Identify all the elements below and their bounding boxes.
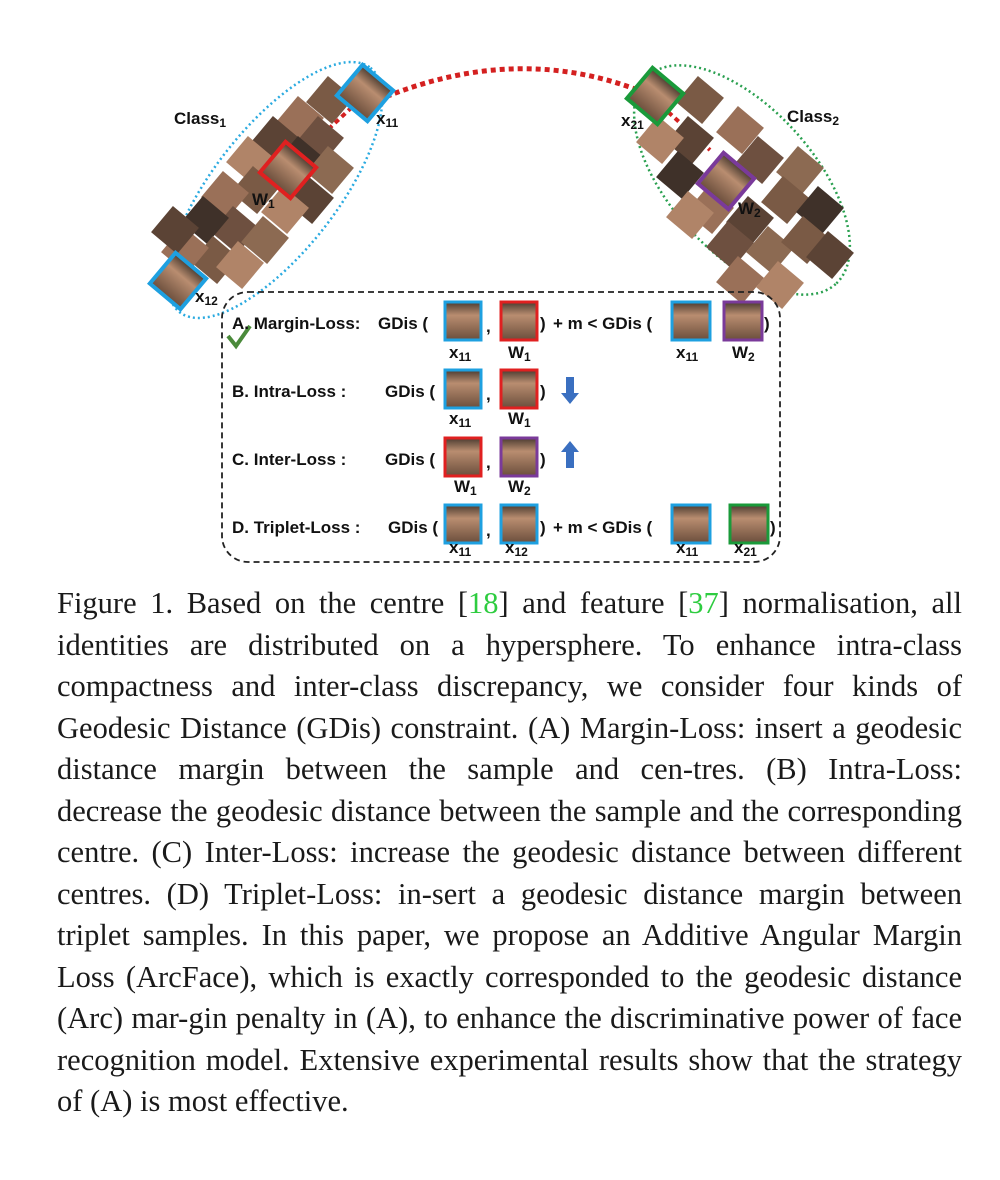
row-a-label: A. Margin-Loss:: [232, 314, 360, 333]
row-b-thumb-x11: [443, 368, 483, 410]
x11-thumbnail: [334, 62, 396, 124]
row-d-thumb-x12: [499, 503, 539, 545]
figure-caption: Figure 1. Based on the centre [18] and f…: [57, 583, 962, 1123]
row-a-close2: ): [764, 314, 770, 333]
row-c-w1-label: W1: [454, 477, 477, 498]
class1-label: Class1: [174, 109, 226, 130]
row-a-thumb-w2: [722, 300, 764, 342]
row-a-comma: ,: [486, 317, 491, 336]
row-a-thumb-x11: [443, 300, 483, 342]
face-thumbnail: [676, 76, 724, 124]
face-thumbnail: [716, 106, 764, 154]
citation-link-37[interactable]: 37: [688, 586, 719, 620]
face-thumbnail: [806, 231, 854, 279]
row-d-label: D. Triplet-Loss :: [232, 518, 360, 537]
row-d-x11b-label: x11: [676, 538, 698, 559]
row-a-gdis: GDis (: [378, 314, 428, 333]
row-d-suffix: + m < GDis (: [553, 518, 653, 537]
row-c-comma: ,: [486, 453, 491, 472]
row-c-w2-label: W2: [508, 477, 531, 498]
row-b-x11-label: x11: [449, 409, 471, 430]
row-a-thumb-w1: [499, 300, 539, 342]
face-thumbnail: [716, 256, 764, 304]
row-d-comma: ,: [486, 521, 491, 540]
w1-thumbnail: [257, 139, 319, 201]
figure-illustration: Class1 Class2 x11 W1 x12 x21 W2 A. Margi…: [147, 60, 854, 563]
row-c-thumb-w2: [499, 436, 539, 478]
x12-thumbnail: [147, 250, 209, 312]
row-d-thumb-x11b: [670, 503, 712, 545]
face-thumbnail: [261, 186, 309, 234]
geodesic-arc: [377, 66, 651, 103]
face-thumbnail: [656, 151, 704, 199]
row-d-gdis: GDis (: [388, 518, 438, 537]
row-c-label: C. Inter-Loss :: [232, 450, 346, 469]
row-c-close: ): [540, 450, 546, 469]
w1-label: W1: [252, 190, 275, 211]
row-b-close: ): [540, 382, 546, 401]
row-a-thumb-x11b: [670, 300, 712, 342]
row-b-label: B. Intra-Loss :: [232, 382, 346, 401]
row-a-x11b-label: x11: [676, 343, 698, 364]
arrow-up-icon: [561, 441, 579, 468]
face-thumbnail: [151, 206, 199, 254]
x12-label: x12: [195, 287, 218, 308]
x21-label: x21: [621, 111, 644, 132]
row-d-x11-label: x11: [449, 538, 471, 559]
row-b-comma: ,: [486, 385, 491, 404]
face-thumbnail: [241, 216, 289, 264]
row-b-w1-label: W1: [508, 409, 531, 430]
x21-thumbnail: [624, 65, 686, 127]
class2-label: Class2: [787, 107, 839, 128]
caption-part1: Figure 1. Based on the centre [: [57, 586, 469, 620]
face-thumbnail: [216, 241, 264, 289]
row-d-close: ): [540, 518, 546, 537]
caption-part2: ] and feature [: [498, 586, 689, 620]
face-thumbnail: [306, 146, 354, 194]
w2-label: W2: [738, 199, 761, 220]
row-a-x11-label: x11: [449, 343, 471, 364]
face-thumbnail: [636, 116, 684, 164]
row-a-close: ): [540, 314, 546, 333]
face-thumbnail: [666, 191, 714, 239]
caption-part3: ] normalisation, all identities are dist…: [57, 586, 962, 1118]
row-a-w2-label: W2: [732, 343, 755, 364]
row-d-thumb-x21: [728, 503, 770, 545]
row-a-suffix: + m < GDis (: [553, 314, 653, 333]
row-a-w1-label: W1: [508, 343, 531, 364]
row-c-gdis: GDis (: [385, 450, 435, 469]
arrow-down-icon: [561, 377, 579, 404]
checkmark-icon: [226, 324, 252, 350]
row-c-thumb-w1: [443, 436, 483, 478]
w2-thumbnail: [695, 150, 757, 212]
row-d-x21-label: x21: [734, 538, 757, 559]
row-d-close2: ): [770, 518, 776, 537]
x11-label: x11: [376, 109, 398, 130]
row-d-thumb-x11: [443, 503, 483, 545]
row-d-x12-label: x12: [505, 538, 528, 559]
loss-box: [221, 291, 781, 563]
citation-link-18[interactable]: 18: [468, 586, 499, 620]
row-b-thumb-w1: [499, 368, 539, 410]
face-thumbnail: [746, 226, 794, 274]
row-b-gdis: GDis (: [385, 382, 435, 401]
face-thumbnail: [706, 221, 754, 269]
